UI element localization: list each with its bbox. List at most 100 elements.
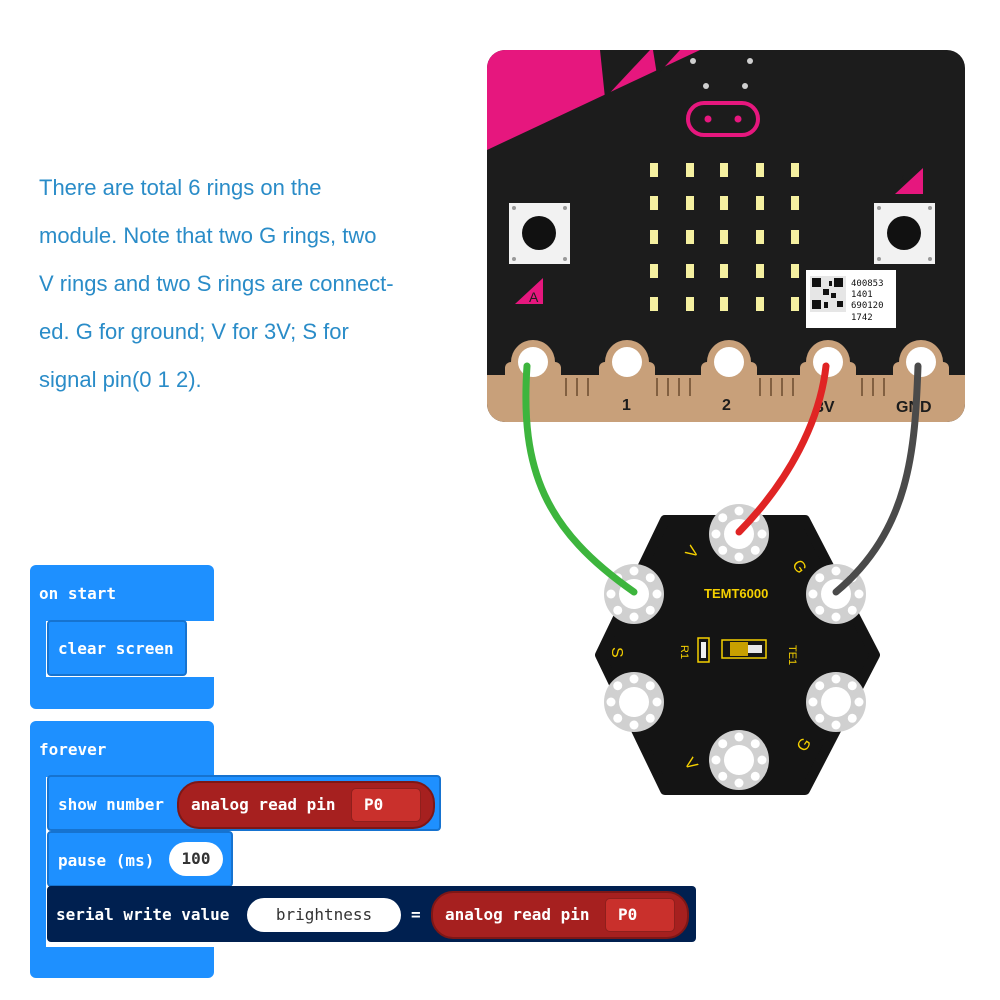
led — [650, 163, 658, 177]
sensor-hole — [703, 83, 709, 89]
sensor-hole — [742, 83, 748, 89]
logo-icon — [686, 101, 760, 137]
ring-dot — [854, 697, 864, 707]
led — [650, 264, 658, 278]
qr-text-line: 1742 — [851, 313, 873, 323]
module-name: TEMT6000 — [704, 586, 768, 601]
led — [686, 196, 694, 210]
qr-text-line: 1401 — [851, 290, 873, 300]
button-a[interactable] — [509, 203, 570, 264]
ring-dot — [750, 545, 760, 555]
led — [686, 297, 694, 311]
resistor-r1 — [697, 637, 710, 663]
ring-dot — [629, 720, 639, 730]
wire-red — [735, 362, 830, 536]
ring-dot — [711, 529, 721, 539]
ring-dot — [847, 713, 857, 723]
forever-block[interactable]: forever — [30, 721, 214, 978]
pin-label-1: 1 — [622, 397, 631, 414]
button-b-marker — [895, 168, 923, 194]
pause-block[interactable]: pause (ms) 100 — [47, 831, 233, 887]
ring-dot — [718, 513, 728, 523]
description-line: signal pin(0 1 2). — [39, 367, 202, 392]
show-number-block[interactable]: show number analog read pin P0 — [47, 775, 441, 831]
analog-read-label: analog read pin — [191, 795, 336, 814]
ring-dot — [711, 755, 721, 765]
led — [791, 297, 799, 311]
description-text: There are total 6 rings on the module. N… — [39, 164, 469, 404]
qr-text-line: 400853 — [851, 279, 884, 289]
ring-dot — [718, 739, 728, 749]
led — [686, 230, 694, 244]
pin-dropdown[interactable]: P0 — [351, 788, 421, 822]
qr-sticker: 400853 1401 690120 1742 — [806, 270, 896, 328]
led-matrix — [650, 163, 799, 311]
pin-dropdown-value: P0 — [364, 795, 384, 814]
label-te1: TE1 — [786, 645, 798, 665]
serial-key-value: brightness — [275, 905, 373, 924]
led — [756, 196, 764, 210]
label-r1: R1 — [678, 645, 690, 659]
serial-write-block[interactable]: serial write value brightness = analog r… — [47, 886, 696, 942]
pin-label-2: 2 — [722, 397, 731, 414]
serial-write-label: serial write value — [56, 905, 230, 924]
wire-gray — [832, 362, 922, 596]
ring-dot — [750, 771, 760, 781]
button-a-marker — [515, 278, 543, 304]
button-a-label: A — [529, 289, 539, 305]
ring-dot — [854, 589, 864, 599]
qr-text-line: 690120 — [851, 301, 884, 311]
sensor-hole — [747, 58, 753, 64]
ring-dot — [734, 506, 744, 516]
pin-rings — [511, 340, 943, 384]
led — [791, 264, 799, 278]
led — [720, 163, 728, 177]
pause-value-input[interactable]: 100 — [169, 842, 223, 876]
wires — [522, 362, 922, 596]
analog-read-label-2: analog read pin — [445, 905, 590, 924]
ring-dot — [606, 697, 616, 707]
pin-dropdown-value-2: P0 — [618, 905, 638, 924]
description-line: module. Note that two G rings, two — [39, 223, 377, 248]
led — [650, 297, 658, 311]
ring-dot — [652, 697, 662, 707]
ring-dot — [847, 681, 857, 691]
ring-dot — [757, 755, 767, 765]
analog-read-pin-block-2[interactable]: analog read pin P0 — [431, 891, 689, 939]
ring-dot — [815, 681, 825, 691]
ring-dot — [645, 681, 655, 691]
ring-dot — [645, 605, 655, 615]
clear-screen-block[interactable]: clear screen — [47, 620, 187, 676]
show-number-label: show number — [58, 795, 164, 814]
ring-dot — [718, 545, 728, 555]
ring-dot — [645, 573, 655, 583]
button-b[interactable] — [874, 203, 935, 264]
ring-dot — [808, 697, 818, 707]
button-b-label: B — [896, 171, 905, 187]
serial-key-input[interactable]: brightness — [247, 898, 401, 932]
wire-green — [522, 362, 638, 596]
ring-dots — [606, 506, 864, 788]
led — [686, 163, 694, 177]
ring-dot — [831, 720, 841, 730]
ring-dot — [831, 612, 841, 622]
forever-label: forever — [39, 740, 107, 759]
ring-dot — [629, 612, 639, 622]
ring-dot — [757, 529, 767, 539]
analog-read-pin-block[interactable]: analog read pin P0 — [177, 781, 435, 829]
ring-dot — [645, 713, 655, 723]
on-start-label: on start — [39, 584, 117, 603]
ring-dot — [831, 674, 841, 684]
pause-value: 100 — [181, 849, 211, 868]
pin-dropdown-2[interactable]: P0 — [605, 898, 675, 932]
led — [720, 230, 728, 244]
on-start-block[interactable]: on start — [30, 565, 214, 709]
ring-dot — [652, 589, 662, 599]
description-line: ed. G for ground; V for 3V; S for — [39, 319, 349, 344]
ring-dot — [815, 605, 825, 615]
ring-dot — [808, 589, 818, 599]
led — [756, 230, 764, 244]
temt6000-module: TEMT6000 V G S G V R1 TE1 — [595, 504, 880, 795]
board-accent-stripe — [487, 50, 700, 150]
